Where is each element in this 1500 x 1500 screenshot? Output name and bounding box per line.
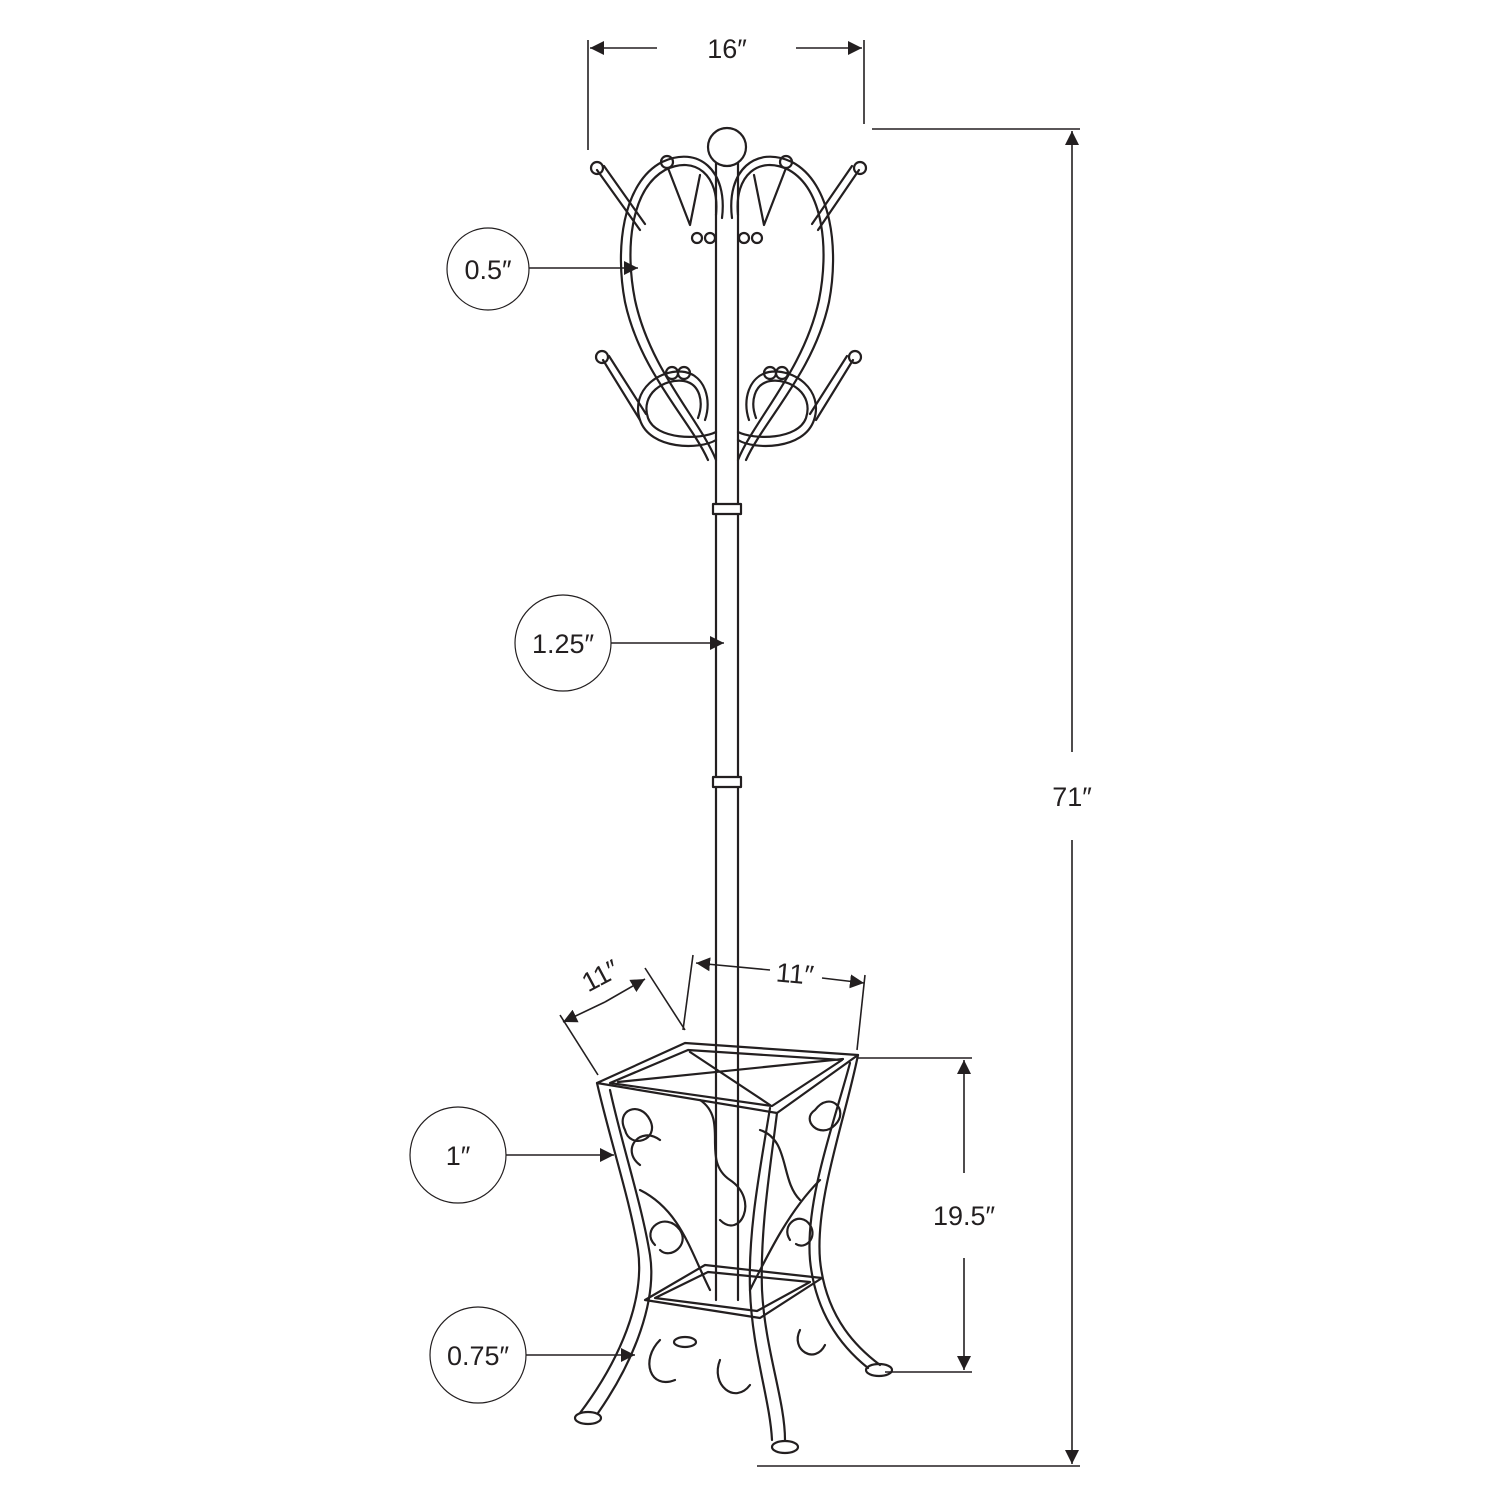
hook-diameter-label: 0.5″ bbox=[464, 255, 512, 285]
pole-diameter-label: 1.25″ bbox=[532, 629, 595, 659]
finial-ball bbox=[706, 126, 748, 168]
callout-circles bbox=[409, 227, 612, 1404]
coat-rack-drawing bbox=[573, 126, 894, 1455]
stand-height-dimension bbox=[858, 1057, 972, 1373]
umbrella-stand-base bbox=[573, 1041, 894, 1455]
leg-diameter-label: 0.75″ bbox=[447, 1341, 510, 1371]
base-frame-diameter-label: 1″ bbox=[446, 1141, 471, 1171]
base-depth-label: 11″ bbox=[577, 954, 625, 998]
upper-hooks bbox=[589, 154, 868, 462]
base-width-label: 11″ bbox=[775, 957, 815, 990]
overall-width-label: 16″ bbox=[707, 34, 747, 64]
base-width-dimension bbox=[682, 954, 866, 1051]
dimension-lines bbox=[505, 40, 1080, 1467]
pole-callout-circle bbox=[514, 594, 612, 692]
leg-callout-circle bbox=[429, 1306, 527, 1404]
overall-height-label: 71″ bbox=[1052, 782, 1092, 812]
lower-hooks bbox=[594, 349, 863, 448]
base-depth-dimension bbox=[559, 967, 686, 1076]
frame-callout-circle bbox=[409, 1106, 507, 1204]
overall-height-dimension bbox=[757, 128, 1080, 1467]
stand-height-label: 19.5″ bbox=[933, 1201, 996, 1231]
center-pole bbox=[711, 161, 743, 1302]
hook-callout-circle bbox=[446, 227, 530, 311]
overall-width-dimension bbox=[587, 40, 865, 150]
